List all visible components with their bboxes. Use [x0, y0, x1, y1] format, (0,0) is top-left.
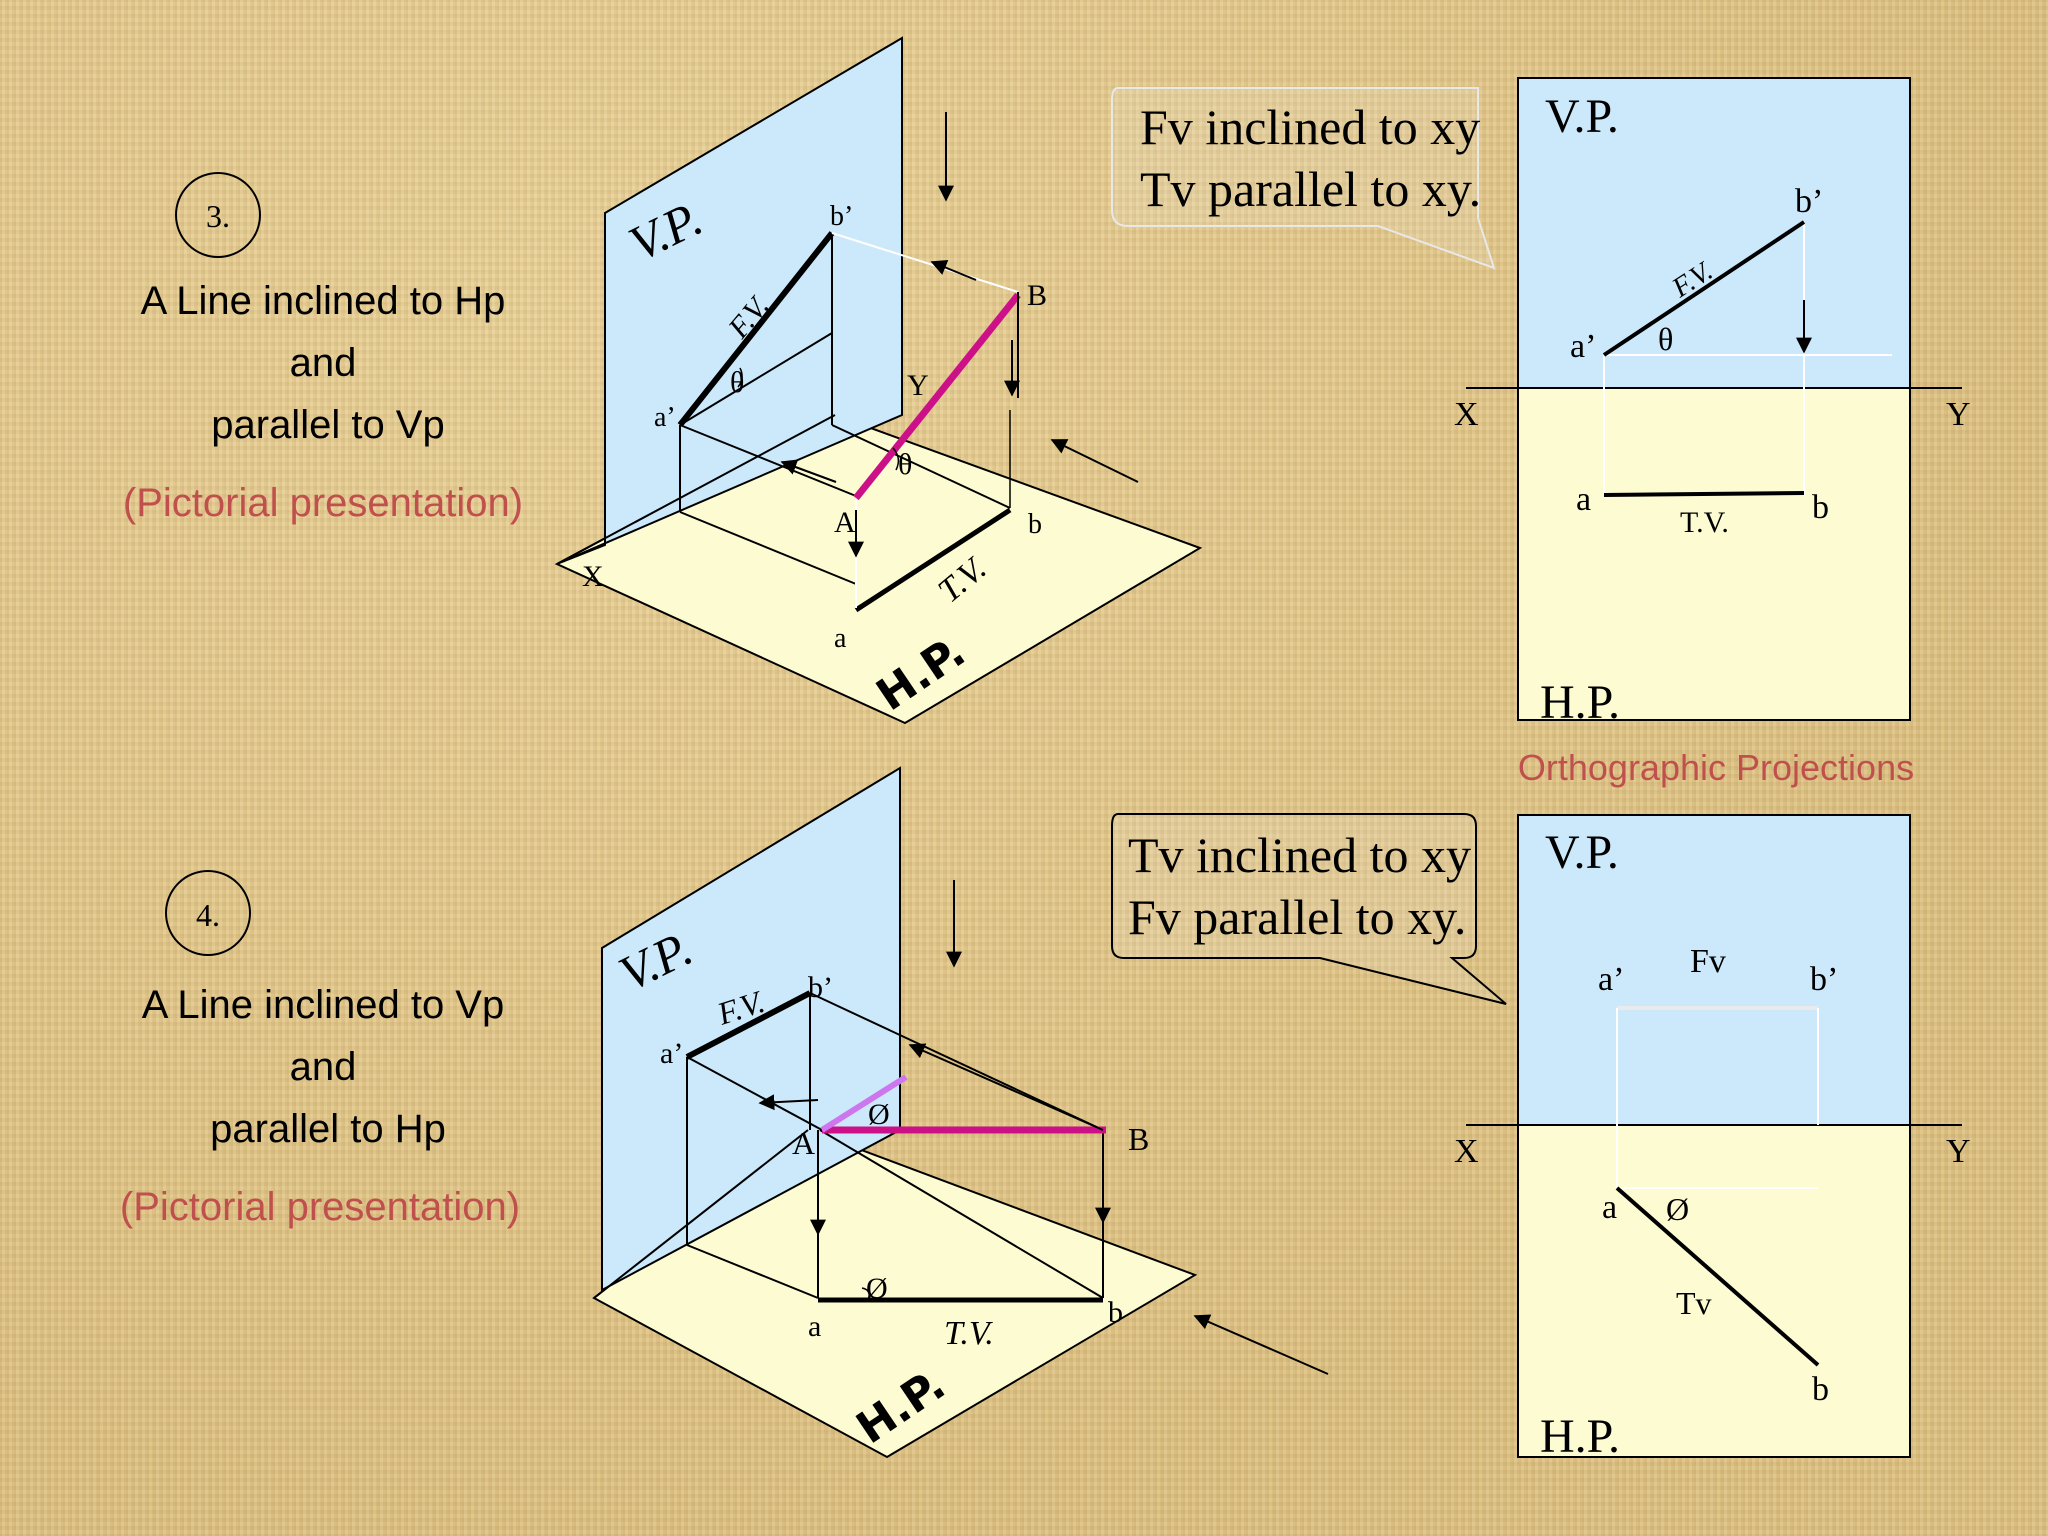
top-ortho-hp — [1517, 387, 1911, 721]
bottom-pictorial-a: a — [808, 1310, 821, 1343]
top-number-circle — [175, 172, 261, 258]
top-pictorial-theta: θ — [730, 366, 744, 399]
top-pictorial-a-dash: a’ — [654, 402, 676, 433]
bottom-pictorial-phi-tv: Ø — [866, 1272, 888, 1305]
bottom-pictorial: V.P. H.P. F.V. b’ a’ A B Ø Ø a b T.V. — [592, 766, 1329, 1459]
top-pictorial-a: a — [834, 623, 847, 654]
top-pictorial-B: B — [1027, 279, 1047, 312]
top-ortho-b: b — [1812, 489, 1829, 526]
top-ortho-y-label: Y — [1946, 396, 1971, 433]
top-ortho-x-label: X — [1454, 396, 1479, 433]
bottom-pictorial-B: B — [1128, 1121, 1149, 1157]
top-ortho-hp-label: H.P. — [1540, 676, 1620, 729]
top-title-line-3: parallel to Vp — [211, 403, 444, 447]
top-ortho-vp-label: V.P. — [1545, 90, 1619, 143]
top-pictorial: V.P. H.P. X Y b’ a’ F.V. θ θ A B a b T.V… — [554, 36, 1203, 725]
top-pictorial-b: b — [1028, 509, 1042, 540]
bottom-ortho-vp — [1517, 814, 1911, 1126]
top-pictorial-x-label: X — [582, 560, 604, 593]
top-subtitle: (Pictorial presentation) — [123, 481, 523, 525]
top-ortho-b-dash: b’ — [1795, 183, 1823, 220]
top-callout-line-1: Fv inclined to xy — [1140, 99, 1480, 155]
bottom-ortho-a: a — [1602, 1189, 1617, 1226]
top-pictorial-theta-true: θ — [898, 448, 912, 481]
top-ortho: V.P. H.P. X Y b’ a’ F.V. θ a b T.V. — [1454, 77, 1971, 729]
bottom-ortho-hp-label: H.P. — [1540, 1410, 1620, 1463]
bottom-ortho-y-label: Y — [1946, 1133, 1971, 1170]
bottom-pictorial-b: b — [1108, 1296, 1123, 1329]
bottom-title-line-2: and — [290, 1045, 357, 1089]
bottom-pictorial-A: A — [792, 1125, 815, 1161]
bottom-ortho: V.P. H.P. X Y a’ Fv b’ a Ø Tv b — [1454, 814, 1971, 1463]
top-ortho-a-dash: a’ — [1570, 328, 1596, 365]
bottom-pictorial-b-dash: b’ — [808, 971, 833, 1004]
top-title-line-1: A Line inclined to Hp — [141, 279, 506, 323]
bottom-caption-block: 4. A Line inclined to Vp and parallel to… — [120, 870, 520, 1229]
top-fv-line — [677, 231, 835, 427]
top-ortho-tv-label: T.V. — [1680, 506, 1729, 539]
bottom-ortho-b-dash: b’ — [1810, 961, 1838, 998]
top-ortho-fv-line — [1602, 220, 1806, 357]
bottom-callout-line-1: Tv inclined to xy — [1128, 827, 1471, 883]
bottom-number-circle — [165, 870, 251, 956]
top-caption-block: 3. A Line inclined to Hp and parallel to… — [123, 172, 523, 525]
top-callout-line-2: Tv parallel to xy. — [1140, 161, 1481, 217]
bottom-pictorial-a-dash: a’ — [660, 1037, 683, 1070]
top-ortho-tv-line — [1603, 491, 1805, 497]
bottom-ortho-tv-line — [1615, 1186, 1820, 1367]
bottom-callout-line-2: Fv parallel to xy. — [1128, 889, 1466, 945]
bottom-ortho-phi: Ø — [1666, 1191, 1689, 1227]
top-title-line-2: and — [290, 341, 357, 385]
top-pictorial-vp-plane — [556, 36, 903, 565]
top-pictorial-y-label: Y — [907, 369, 929, 402]
top-ortho-vp — [1517, 77, 1911, 389]
bottom-ortho-tv-label: Tv — [1676, 1285, 1712, 1321]
bottom-true-line-swept — [820, 1074, 908, 1133]
top-pictorial-A: A — [834, 506, 856, 539]
bottom-ortho-b: b — [1812, 1371, 1829, 1408]
bottom-ortho-a-dash: a’ — [1598, 961, 1624, 998]
bottom-title-line-1: A Line inclined to Vp — [142, 983, 504, 1027]
bottom-pictorial-phi: Ø — [868, 1098, 890, 1131]
bottom-ortho-hp — [1517, 1124, 1911, 1458]
bottom-callout: Tv inclined to xy Fv parallel to xy. — [1111, 813, 1507, 1005]
top-tv-line — [854, 507, 1012, 613]
top-callout: Fv inclined to xy Tv parallel to xy. — [1111, 87, 1496, 270]
bottom-number: 4. — [196, 897, 220, 933]
bottom-fv-line — [685, 990, 812, 1060]
bottom-ortho-fv-label: Fv — [1690, 943, 1726, 980]
ortho-caption: Orthographic Projections — [1518, 747, 1914, 788]
bottom-subtitle: (Pictorial presentation) — [120, 1185, 520, 1229]
top-number: 3. — [206, 198, 230, 234]
top-true-line — [853, 292, 1021, 501]
bottom-pictorial-tv-label: T.V. — [944, 1315, 994, 1352]
top-ortho-theta: θ — [1658, 321, 1673, 357]
bottom-ortho-x-label: X — [1454, 1133, 1479, 1170]
bottom-ortho-vp-label: V.P. — [1545, 826, 1619, 879]
top-pictorial-b-dash: b’ — [830, 201, 853, 232]
top-ortho-a: a — [1576, 481, 1591, 518]
bottom-title-line-3: parallel to Hp — [210, 1107, 446, 1151]
